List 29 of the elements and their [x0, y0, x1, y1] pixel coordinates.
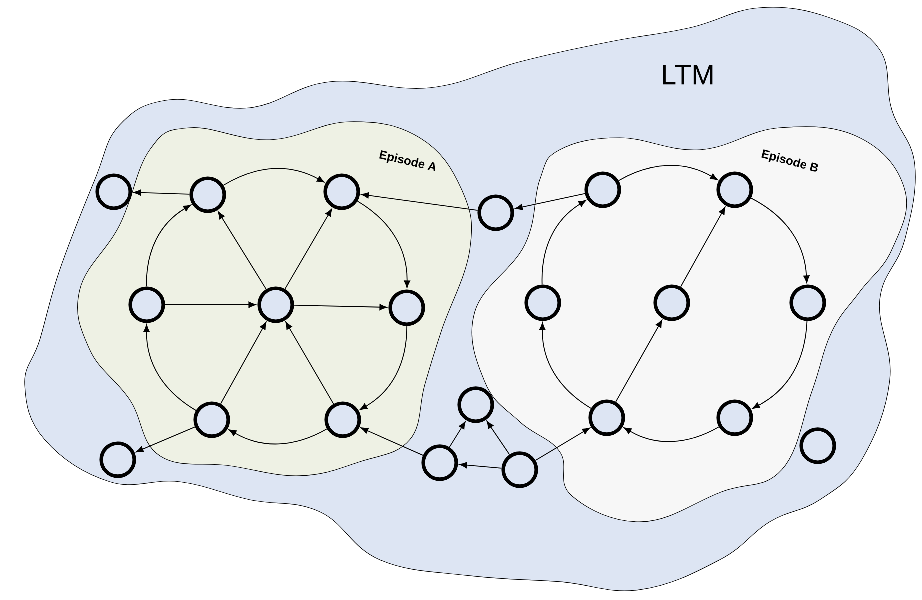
arrow: [515, 193, 586, 210]
arrow: [750, 198, 810, 284]
arrow: [680, 207, 726, 288]
arrow: [357, 200, 410, 288]
arrow: [220, 322, 267, 404]
arrow: [624, 426, 720, 442]
arrow: [284, 208, 332, 290]
arrow: [460, 462, 502, 469]
arrow: [136, 426, 196, 453]
arrow: [164, 302, 256, 308]
arrow: [486, 421, 510, 456]
arrow: [535, 428, 590, 462]
arrow: [286, 322, 334, 405]
arrow: [618, 165, 718, 182]
arrow: [218, 212, 267, 290]
arrow: [228, 428, 328, 445]
arrow: [146, 204, 192, 288]
arrow: [223, 168, 325, 186]
arrow: [616, 320, 663, 402]
arrow: [539, 322, 592, 410]
arrow: [294, 304, 388, 311]
arrow: [542, 200, 586, 286]
arrow: [361, 192, 478, 211]
arrow: [134, 190, 190, 196]
arrow: [360, 428, 424, 456]
arrow: [752, 320, 808, 410]
arrow: [449, 422, 466, 448]
arrow: [144, 324, 197, 412]
arrow: [360, 326, 408, 410]
